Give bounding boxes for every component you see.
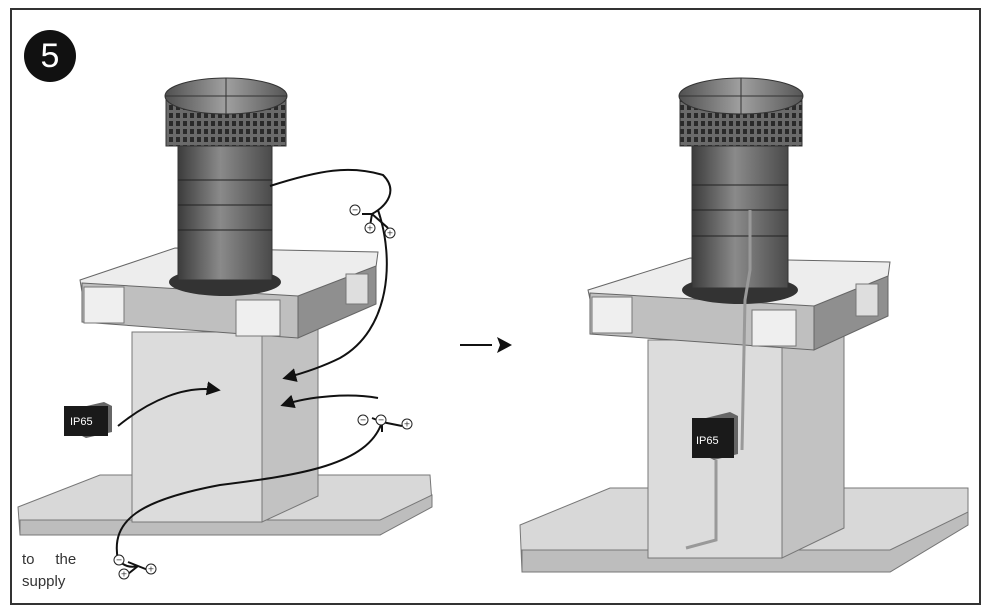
supply-label-line2: supply	[22, 573, 66, 590]
ip65-label-right: IP65	[696, 435, 719, 447]
step-number-badge: 5	[24, 30, 76, 82]
svg-text:+: +	[404, 420, 411, 429]
left-assembly: IP65	[17, 77, 433, 568]
ip65-box-left: IP65	[64, 402, 112, 438]
svg-text:+: +	[367, 224, 374, 233]
ip65-label-left: IP65	[70, 416, 93, 428]
fan-cable	[269, 168, 392, 215]
column-right	[647, 317, 845, 559]
svg-text:+: +	[121, 570, 128, 579]
ip-box-arrow	[117, 381, 221, 427]
ip65-box-right: IP65	[692, 412, 738, 460]
svg-text:+: +	[387, 229, 394, 238]
fan-body-right	[678, 77, 804, 304]
right-assembly: IP65	[519, 77, 969, 573]
svg-text:−: −	[116, 556, 123, 565]
connector-supply-end: − + +	[113, 554, 157, 580]
supply-label-line1: to the	[22, 551, 76, 568]
supply-cable-arrow	[280, 394, 379, 409]
installed-cable-conduit	[740, 210, 752, 451]
svg-text:−: −	[378, 416, 385, 425]
svg-text:−: −	[352, 206, 359, 215]
fan-cable-route-arrow	[282, 209, 388, 382]
supply-cable	[115, 421, 383, 561]
connector-fan: − + +	[349, 204, 396, 239]
connector-supply-top: − − +	[357, 414, 413, 432]
column-left	[131, 311, 319, 523]
arrow-right-icon	[460, 337, 512, 353]
fan-body-left	[164, 77, 288, 296]
installed-supply-cable	[685, 460, 718, 550]
svg-text:+: +	[148, 565, 155, 574]
svg-text:−: −	[360, 416, 367, 425]
